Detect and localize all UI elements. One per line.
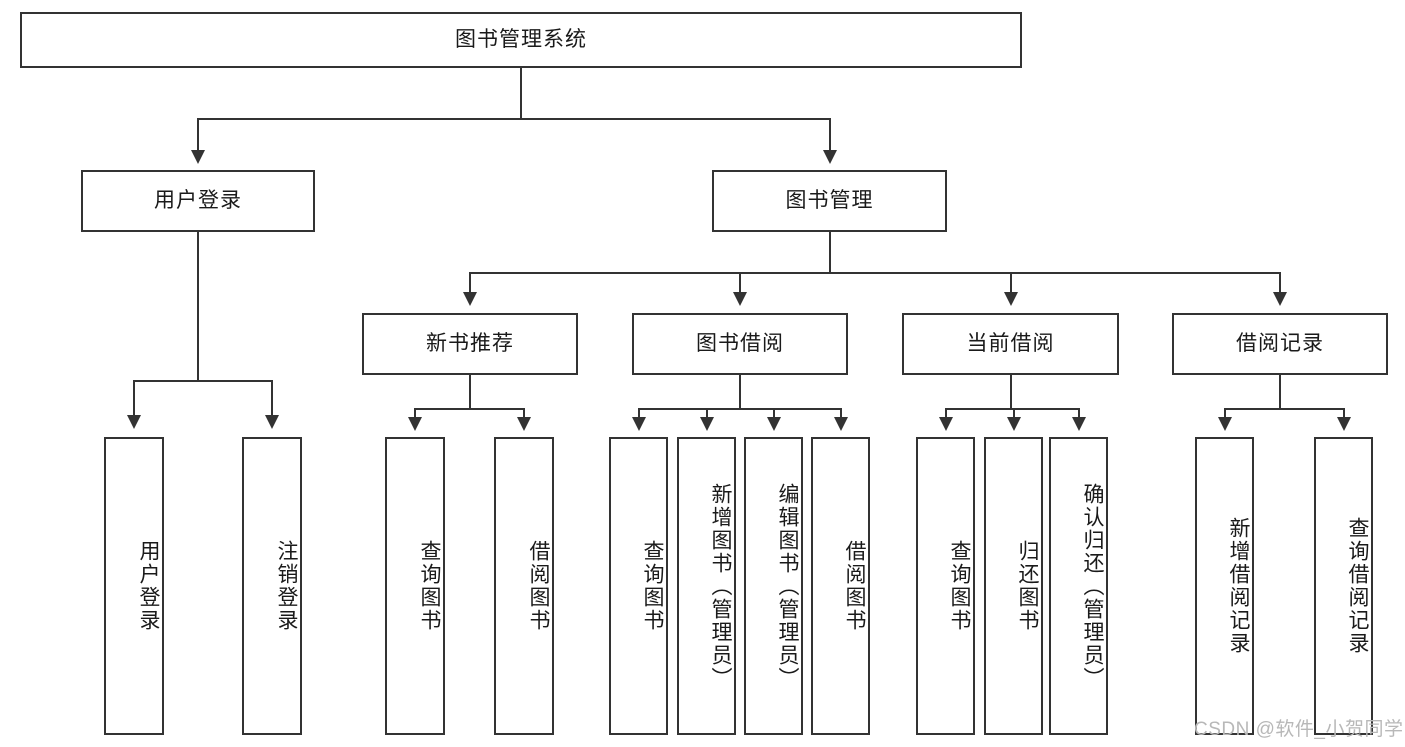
connector-nbr-stem: [469, 375, 471, 408]
leaf-return-book-label: 归还图书: [1016, 540, 1039, 632]
connector-br-bus: [1224, 408, 1344, 410]
node-book-management[interactable]: 图书管理: [712, 170, 947, 232]
leaf-confirm-return[interactable]: 确认归还（管理员）: [1049, 437, 1108, 735]
connector-nbr-leaf-1: [414, 408, 416, 420]
leaf-borrow-book-2-label: 借阅图书: [843, 540, 866, 632]
connector-br-leaf-2: [1343, 408, 1345, 420]
node-user-login[interactable]: 用户登录: [81, 170, 315, 232]
arrow-cb-leaf-1: [939, 417, 953, 431]
connector-nbr-leaf-2: [523, 408, 525, 420]
arrow-bb-leaf-4: [834, 417, 848, 431]
connector-book-management-stem: [829, 232, 831, 272]
arrow-br-leaf-1: [1218, 417, 1232, 431]
connector-bb-bus: [638, 408, 841, 410]
connector-cb-stem: [1010, 375, 1012, 408]
leaf-query-book-1[interactable]: 查询图书: [385, 437, 445, 735]
connector-root-to-book-management: [829, 118, 831, 154]
connector-book-management-bus: [469, 272, 1281, 274]
node-book-borrow[interactable]: 图书借阅: [632, 313, 848, 375]
leaf-add-book[interactable]: 新增图书（管理员）: [677, 437, 736, 735]
leaf-user-login-label: 用户登录: [137, 540, 160, 632]
csdn-watermark: CSDN @软件_小贺同学: [1194, 719, 1404, 740]
leaf-user-logout-label: 注销登录: [275, 540, 298, 632]
leaf-edit-book-label: 编辑图书（管理员）: [776, 482, 799, 690]
connector-bm-to-book-borrow: [739, 272, 741, 296]
node-book-borrow-label: 图书借阅: [696, 332, 784, 356]
leaf-query-book-2[interactable]: 查询图书: [609, 437, 668, 735]
arrow-cb-leaf-2: [1007, 417, 1021, 431]
leaf-borrow-book-1[interactable]: 借阅图书: [494, 437, 554, 735]
arrow-br-leaf-2: [1337, 417, 1351, 431]
connector-bb-leaf-3: [773, 408, 775, 420]
node-borrow-record-label: 借阅记录: [1236, 332, 1324, 356]
connector-bb-stem: [739, 375, 741, 408]
node-root[interactable]: 图书管理系统: [20, 12, 1022, 68]
node-current-borrow[interactable]: 当前借阅: [902, 313, 1119, 375]
connector-root-bus: [197, 118, 831, 120]
connector-bm-to-current-borrow: [1010, 272, 1012, 296]
leaf-query-book-3[interactable]: 查询图书: [916, 437, 975, 735]
connector-bm-to-new-book-recommend: [469, 272, 471, 296]
leaf-confirm-return-label: 确认归还（管理员）: [1081, 482, 1104, 690]
connector-bb-leaf-1: [638, 408, 640, 420]
arrow-root-to-user-login: [191, 150, 205, 164]
node-book-management-label: 图书管理: [785, 189, 874, 213]
arrow-cb-leaf-3: [1072, 417, 1086, 431]
connector-root-to-user-login: [197, 118, 199, 154]
arrow-bb-leaf-1: [632, 417, 646, 431]
node-root-label: 图书管理系统: [455, 28, 587, 52]
leaf-return-book[interactable]: 归还图书: [984, 437, 1043, 735]
leaf-edit-book[interactable]: 编辑图书（管理员）: [744, 437, 803, 735]
leaf-query-record[interactable]: 查询借阅记录: [1314, 437, 1373, 735]
node-current-borrow-label: 当前借阅: [966, 332, 1055, 356]
connector-user-login-stem: [197, 232, 199, 380]
connector-bb-leaf-4: [840, 408, 842, 420]
node-new-book-recommend-label: 新书推荐: [426, 332, 514, 356]
leaf-add-book-label: 新增图书（管理员）: [709, 482, 732, 690]
connector-cb-leaf-2: [1013, 408, 1015, 420]
connector-cb-bus: [945, 408, 1079, 410]
node-user-login-label: 用户登录: [154, 189, 242, 213]
connector-br-leaf-1: [1224, 408, 1226, 420]
node-borrow-record[interactable]: 借阅记录: [1172, 313, 1388, 375]
connector-user-login-leaf-2: [271, 380, 273, 419]
leaf-user-login[interactable]: 用户登录: [104, 437, 164, 735]
leaf-query-book-1-label: 查询图书: [418, 540, 441, 632]
arrow-bb-leaf-2: [700, 417, 714, 431]
connector-nbr-bus: [414, 408, 524, 410]
connector-br-stem: [1279, 375, 1281, 408]
arrow-user-login-leaf-2: [265, 415, 279, 429]
connector-user-login-bus: [133, 380, 272, 382]
arrow-bm-to-book-borrow: [733, 292, 747, 306]
connector-cb-leaf-1: [945, 408, 947, 420]
leaf-user-logout[interactable]: 注销登录: [242, 437, 302, 735]
arrow-bb-leaf-3: [767, 417, 781, 431]
connector-cb-leaf-3: [1078, 408, 1080, 420]
arrow-root-to-book-management: [823, 150, 837, 164]
arrow-bm-to-borrow-record: [1273, 292, 1287, 306]
connector-bm-to-borrow-record: [1279, 272, 1281, 296]
arrow-bm-to-current-borrow: [1004, 292, 1018, 306]
arrow-user-login-leaf-1: [127, 415, 141, 429]
leaf-add-record[interactable]: 新增借阅记录: [1195, 437, 1254, 735]
leaf-query-book-2-label: 查询图书: [641, 540, 664, 632]
leaf-add-record-label: 新增借阅记录: [1227, 517, 1250, 655]
node-new-book-recommend[interactable]: 新书推荐: [362, 313, 578, 375]
arrow-bm-to-new-book-recommend: [463, 292, 477, 306]
leaf-query-record-label: 查询借阅记录: [1346, 517, 1369, 655]
leaf-borrow-book-1-label: 借阅图书: [527, 540, 550, 632]
connector-bb-leaf-2: [706, 408, 708, 420]
leaf-borrow-book-2[interactable]: 借阅图书: [811, 437, 870, 735]
arrow-nbr-leaf-2: [517, 417, 531, 431]
leaf-query-book-3-label: 查询图书: [948, 540, 971, 632]
connector-user-login-leaf-1: [133, 380, 135, 419]
arrow-nbr-leaf-1: [408, 417, 422, 431]
connector-root-stem: [520, 68, 522, 118]
